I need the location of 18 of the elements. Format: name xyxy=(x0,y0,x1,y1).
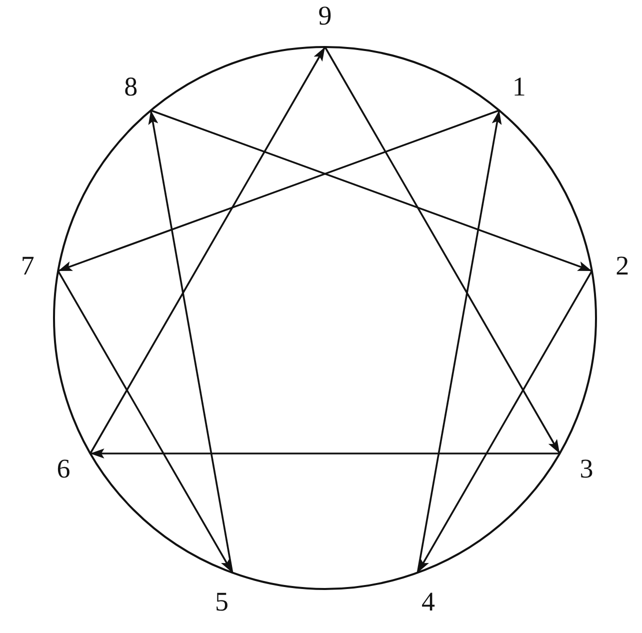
arrow xyxy=(416,270,593,574)
point-number: 5 xyxy=(214,588,228,616)
arrow xyxy=(324,46,560,454)
point-number: 7 xyxy=(20,252,34,280)
arrow xyxy=(150,110,592,272)
arrow xyxy=(58,110,500,272)
arrow xyxy=(416,110,502,573)
point-number: 4 xyxy=(422,588,436,616)
point-number: 1 xyxy=(512,73,526,100)
arrow xyxy=(90,448,560,458)
point-number: 3 xyxy=(580,456,594,482)
arrow xyxy=(148,110,234,573)
arrow xyxy=(57,270,234,574)
point-number: 9 xyxy=(318,2,332,30)
arrow xyxy=(90,46,326,454)
point-number: 8 xyxy=(124,73,138,100)
point-number: 2 xyxy=(616,252,630,280)
point-number: 6 xyxy=(56,456,70,482)
